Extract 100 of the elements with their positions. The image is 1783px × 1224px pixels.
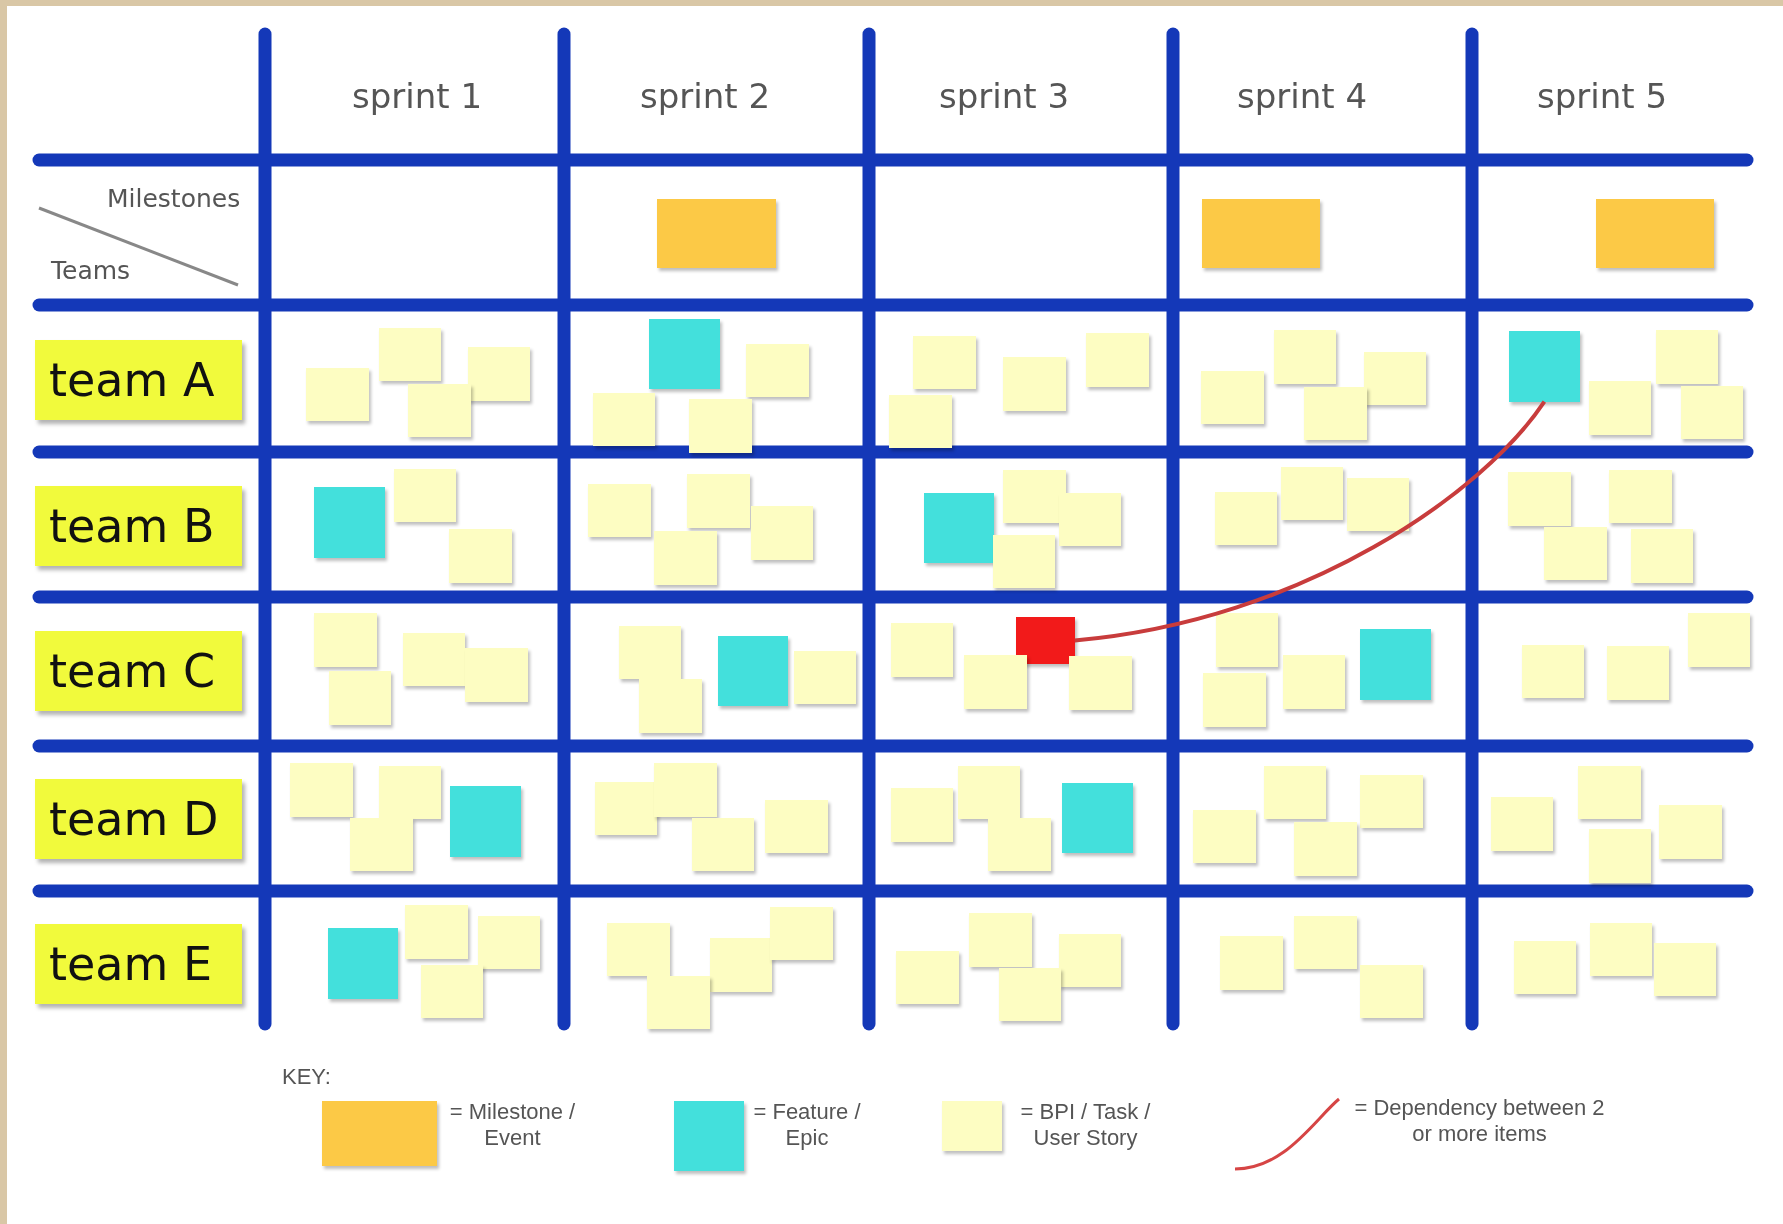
task-sticky-note — [1653, 943, 1717, 997]
task-sticky-note — [1220, 936, 1283, 990]
axis-label: Milestones — [107, 184, 241, 213]
task-sticky-note — [988, 817, 1051, 872]
milestone-sticky-note — [657, 199, 776, 268]
task-sticky-note — [592, 392, 656, 447]
task-sticky-note — [1003, 469, 1066, 524]
task-sticky-note — [328, 671, 392, 725]
team-label: team C — [35, 631, 242, 711]
task-sticky-note — [1360, 964, 1423, 1018]
task-sticky-note — [1606, 646, 1670, 700]
team-label: team B — [35, 486, 242, 566]
task-sticky-note — [1003, 357, 1066, 411]
task-sticky-note — [393, 468, 457, 523]
task-sticky-note — [618, 625, 682, 680]
task-sticky-note — [1346, 477, 1410, 532]
task-sticky-note — [1363, 351, 1427, 406]
task-sticky-note — [647, 975, 710, 1030]
milestone-sticky-note — [1202, 199, 1321, 268]
task-sticky-note — [1655, 330, 1719, 384]
task-sticky-note — [1609, 469, 1672, 524]
task-sticky-note — [408, 383, 471, 437]
task-sticky-note — [770, 906, 833, 961]
task-sticky-note — [1513, 940, 1577, 995]
task-sticky-note — [687, 474, 750, 528]
task-sticky-note — [1203, 673, 1266, 727]
task-sticky-note — [1521, 645, 1585, 699]
task-sticky-note — [314, 613, 377, 667]
task-sticky-note — [793, 650, 857, 705]
task-sticky-note — [290, 763, 353, 817]
legend-text: = BPI / Task / User Story — [1019, 1099, 1152, 1151]
task-sticky-note — [1687, 613, 1751, 667]
task-sticky-note — [746, 343, 809, 398]
team-label: team E — [35, 924, 242, 1004]
task-sticky-note — [449, 529, 512, 583]
task-sticky-note — [654, 531, 717, 585]
feature-sticky-note — [327, 928, 399, 999]
task-sticky-note — [1304, 386, 1367, 441]
task-sticky-note — [1490, 797, 1554, 851]
task-sticky-note — [890, 788, 954, 842]
feature-sticky-note — [450, 786, 521, 857]
task-sticky-note — [1659, 805, 1722, 859]
task-sticky-note — [1589, 922, 1653, 976]
task-sticky-note — [1058, 933, 1122, 988]
task-sticky-note — [969, 913, 1032, 967]
team-label: team A — [35, 340, 242, 420]
sprint-header: sprint 1 — [352, 76, 483, 116]
task-sticky-note — [896, 950, 959, 1005]
sprint-header: sprint 2 — [640, 76, 771, 116]
feature-sticky-note — [923, 492, 994, 564]
task-sticky-note — [964, 655, 1027, 709]
feature-sticky-note — [1062, 782, 1133, 854]
task-sticky-note — [465, 648, 528, 702]
task-sticky-note — [1680, 385, 1744, 440]
task-sticky-note — [1280, 466, 1344, 520]
axis-label: Teams — [51, 256, 131, 285]
task-sticky-note — [588, 483, 651, 537]
task-sticky-note — [1200, 371, 1264, 425]
sprint-header: sprint 5 — [1537, 76, 1668, 116]
task-sticky-note — [306, 367, 369, 422]
task-sticky-note — [691, 817, 755, 872]
feature-sticky-note — [1509, 331, 1580, 402]
task-sticky-note — [765, 799, 828, 854]
task-sticky-note — [1282, 655, 1346, 709]
task-sticky-note — [709, 938, 773, 992]
task-sticky-note — [654, 763, 717, 817]
task-sticky-note — [378, 765, 442, 820]
feature-sticky-note — [649, 318, 720, 390]
task-sticky-note — [378, 327, 442, 382]
feature-sticky-note — [1360, 629, 1431, 700]
sprint-header: sprint 4 — [1237, 76, 1368, 116]
task-sticky-note — [913, 335, 976, 390]
task-sticky-note — [639, 679, 702, 733]
task-sticky-note — [1263, 765, 1327, 820]
team-label: team D — [35, 779, 242, 859]
task-sticky-note — [1578, 765, 1641, 820]
task-sticky-note — [1069, 656, 1132, 710]
task-sticky-note — [1273, 330, 1337, 384]
task-sticky-note — [957, 765, 1021, 820]
task-sticky-note — [1193, 809, 1256, 864]
legend-text: = Dependency between 2 or more items — [1353, 1095, 1606, 1147]
feature-sticky-note — [314, 487, 385, 558]
task-sticky-note — [1058, 492, 1122, 547]
task-sticky-note — [1588, 381, 1652, 435]
task-sticky-note — [594, 781, 658, 835]
task-sticky-note — [1086, 333, 1149, 387]
task-sticky-note — [1294, 822, 1357, 876]
task-sticky-note — [1588, 829, 1652, 883]
task-sticky-note — [1215, 613, 1279, 667]
task-sticky-note — [889, 394, 952, 449]
key-heading: KEY: — [282, 1064, 331, 1090]
legend-text: = Milestone / Event — [448, 1099, 577, 1151]
task-sticky-note — [992, 534, 1056, 589]
task-sticky-note — [420, 964, 484, 1018]
task-sticky-note — [607, 922, 670, 976]
task-sticky-note — [689, 399, 752, 453]
task-sticky-note — [405, 905, 468, 959]
task-sticky-note — [1360, 774, 1423, 829]
task-sticky-note — [1294, 915, 1357, 970]
task-sticky-note — [750, 506, 814, 560]
